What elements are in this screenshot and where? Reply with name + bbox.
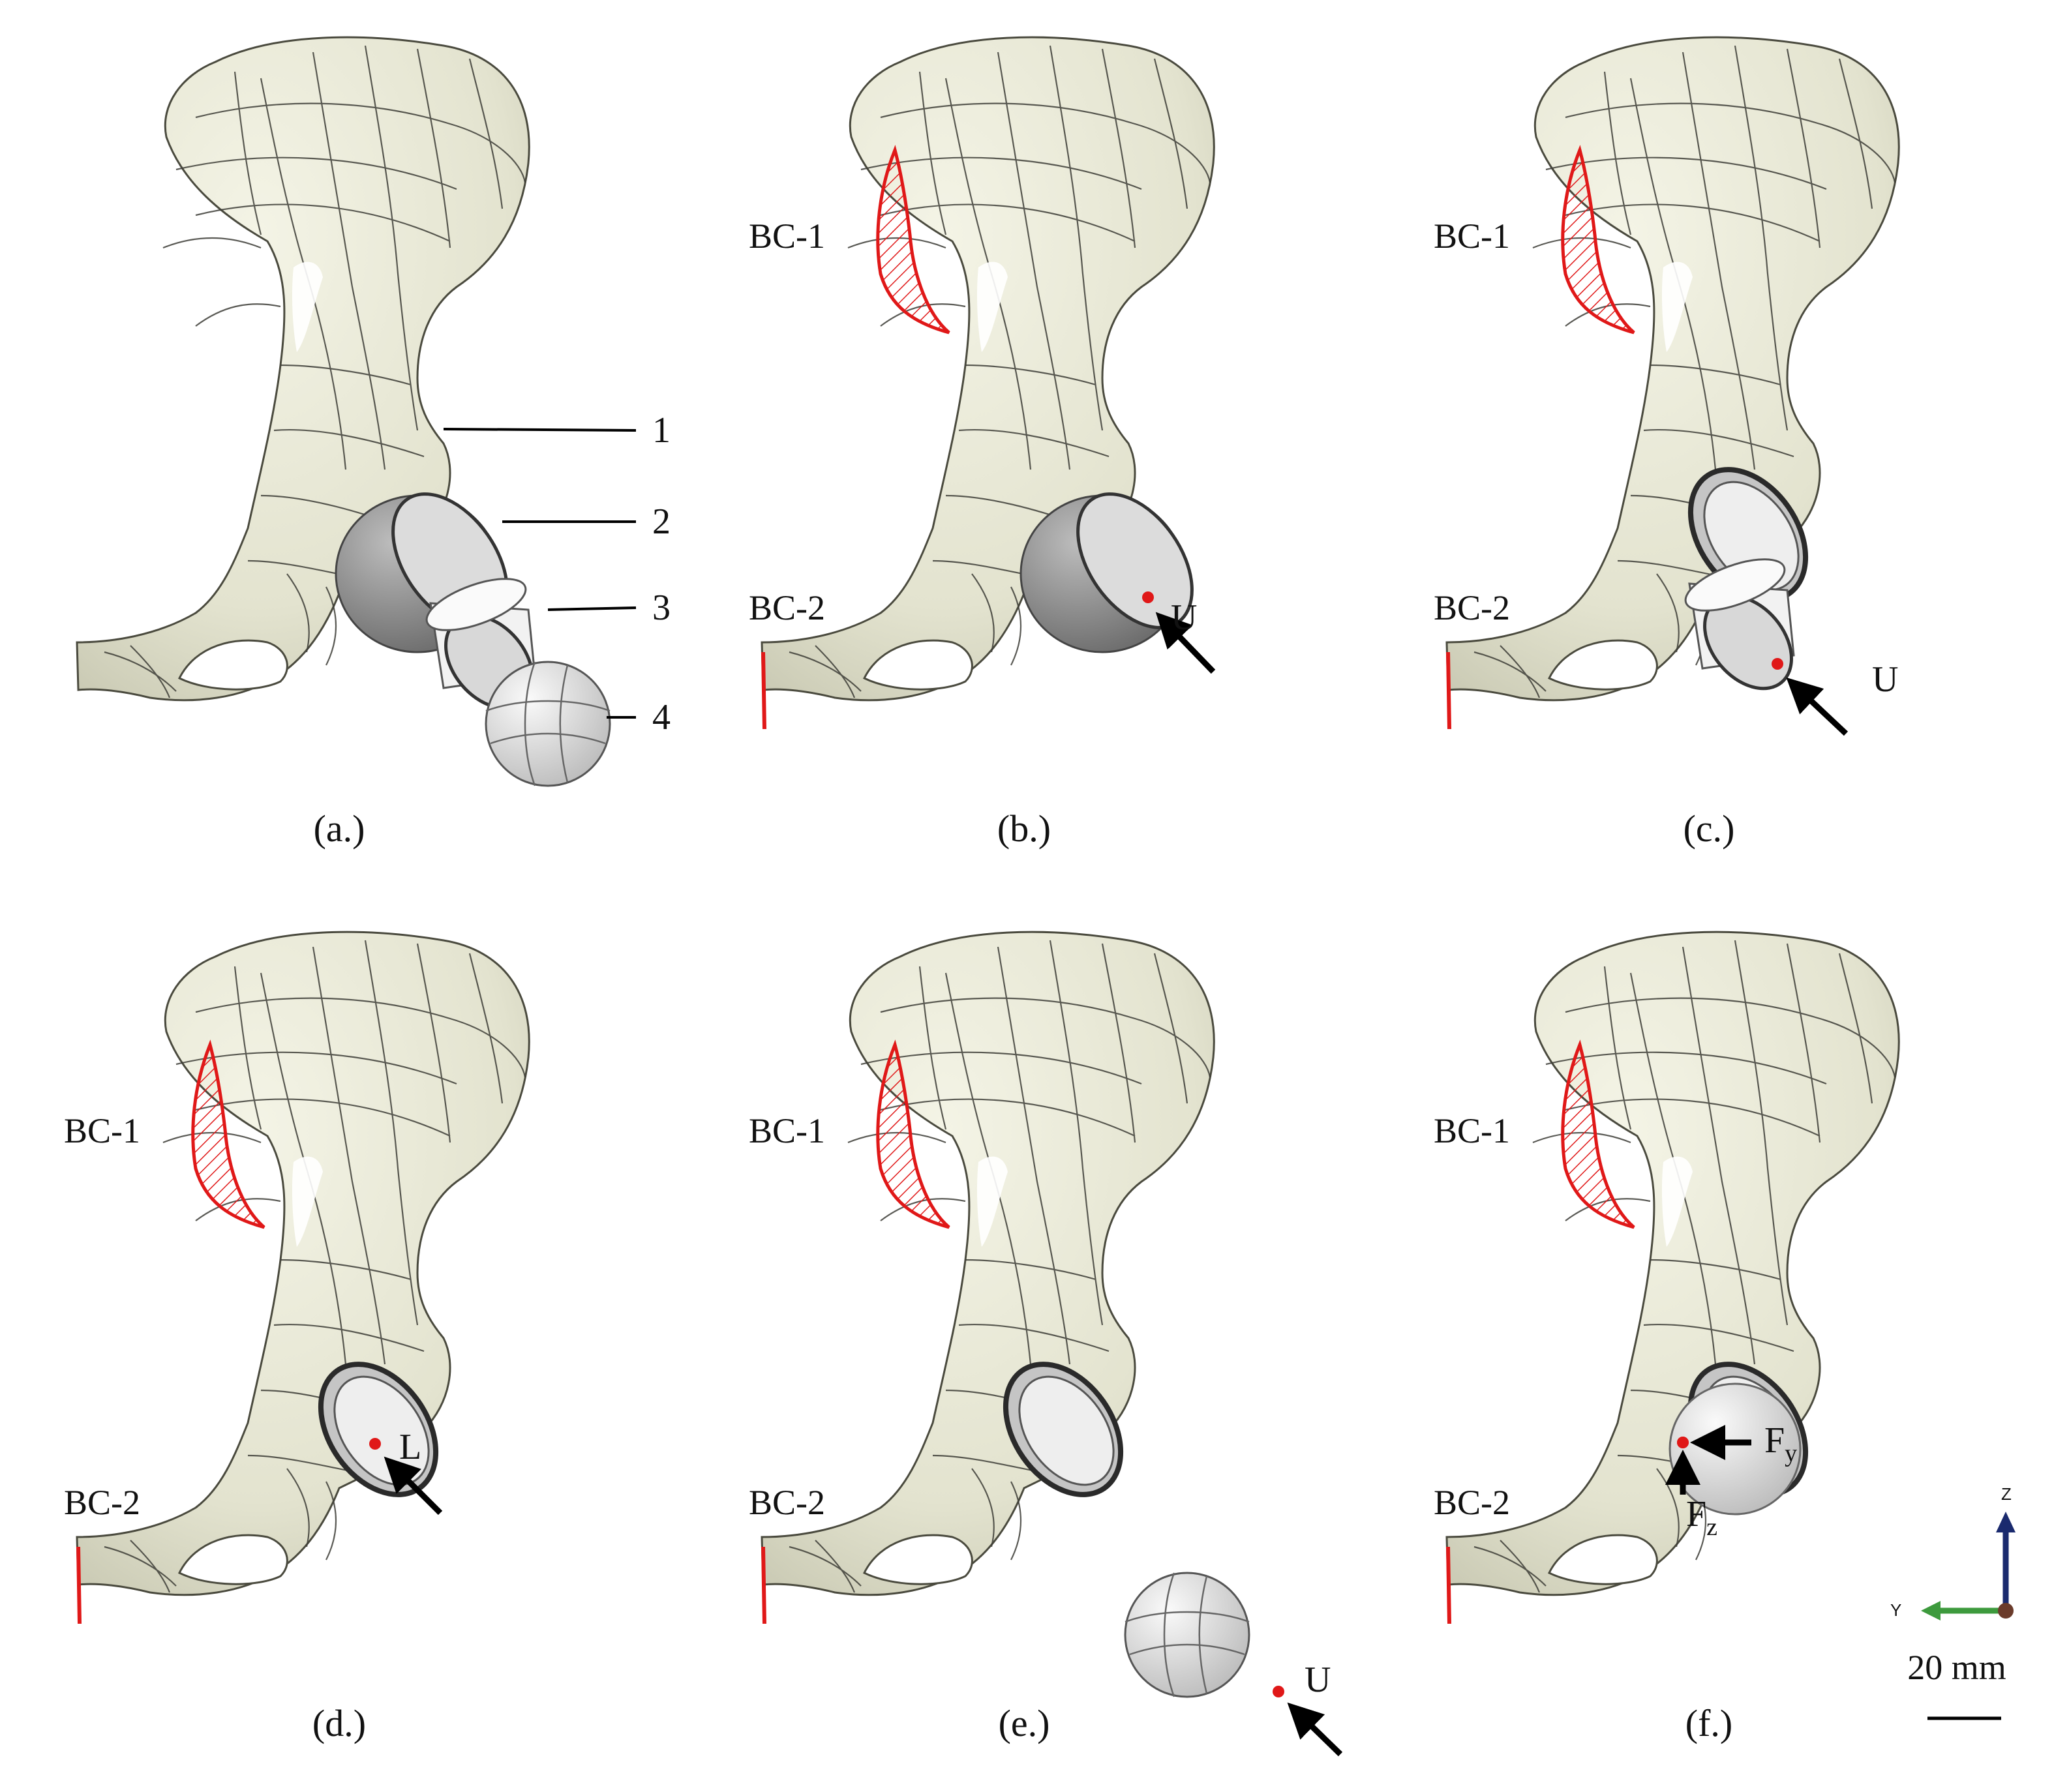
bc2-label: BC-2	[1434, 588, 1510, 627]
callout-label: 4	[652, 697, 671, 738]
bone-highlight	[292, 261, 323, 352]
load-label: U	[1305, 1660, 1331, 1700]
callout-label: 3	[652, 588, 671, 628]
bone-highlight	[1661, 1156, 1693, 1247]
bc2-label: BC-2	[749, 1483, 825, 1522]
bc2-label: BC-2	[1434, 1483, 1510, 1522]
load-arrow	[1155, 612, 1216, 674]
z-axis-label: Z	[2001, 1484, 2012, 1504]
load-label: L	[399, 1427, 421, 1467]
scale-bar-label: 20 mm	[1907, 1648, 2006, 1687]
load-label: U	[1872, 659, 1898, 700]
load-point	[1772, 658, 1783, 670]
load-arrow	[1287, 1702, 1343, 1757]
load-subscript: z	[1706, 1514, 1717, 1541]
bc1-label: BC-1	[749, 217, 825, 256]
obturator-foramen	[862, 1534, 973, 1585]
callout-label: 2	[652, 501, 671, 542]
panel-e: BC-1BC-2U (e.)	[749, 931, 1343, 1757]
bc1-region	[1561, 1039, 1635, 1229]
scale-bar: 20 mm	[1907, 1648, 2006, 1720]
callout-label: 1	[652, 410, 671, 451]
bc1-region	[191, 1039, 265, 1229]
triad-origin	[1998, 1603, 2014, 1619]
bone-highlight	[976, 261, 1008, 352]
load-point	[369, 1438, 381, 1450]
load-point	[1677, 1437, 1689, 1448]
panel-d: BC-1BC-2 L (d.)	[64, 931, 530, 1744]
z-axis-head	[1996, 1512, 2016, 1532]
obturator-foramen	[177, 1534, 288, 1585]
bc2-edge	[761, 651, 766, 730]
bc1-region	[876, 145, 950, 335]
femoral-head	[1124, 1572, 1250, 1698]
load-point	[1273, 1686, 1284, 1697]
callout-line	[443, 428, 637, 432]
panel-c: BC-1BC-2U (c.)	[1434, 36, 1900, 850]
bc2-edge	[1446, 1546, 1451, 1624]
panel-caption: (f.)	[1685, 1702, 1732, 1744]
liner	[1684, 558, 1795, 691]
bone-highlight	[292, 1156, 323, 1247]
load-point	[1142, 591, 1154, 603]
bc1-label: BC-1	[749, 1111, 825, 1150]
bc1-region	[1561, 145, 1635, 335]
bc1-region	[876, 1039, 950, 1229]
bc1-label: BC-1	[1434, 1111, 1510, 1150]
femoral-head-seated	[1669, 1382, 1802, 1516]
axis-triad: ZY	[1890, 1484, 2016, 1620]
bone-highlight	[1661, 261, 1693, 352]
mesh-lines	[1473, 940, 1896, 1593]
bc2-edge	[761, 1546, 766, 1624]
acetabular-cup	[1019, 492, 1194, 653]
panel-caption: (a.)	[314, 807, 365, 850]
load-subscript: y	[1785, 1440, 1797, 1467]
bc2-edge	[1446, 651, 1451, 730]
load-arrow	[384, 1456, 443, 1516]
femoral-head	[485, 661, 611, 787]
bone-highlight	[976, 1156, 1008, 1247]
obturator-foramen	[1547, 1534, 1658, 1585]
load-label: U	[1171, 597, 1197, 638]
mesh-lines	[1473, 45, 1896, 698]
bc2-label: BC-2	[64, 1483, 140, 1522]
bc2-label: BC-2	[749, 588, 825, 627]
callout-line	[547, 606, 637, 611]
load-arrow	[1786, 677, 1849, 736]
panel-caption: (c.)	[1684, 807, 1735, 850]
panel-caption: (b.)	[997, 807, 1051, 850]
obturator-foramen	[1547, 639, 1658, 691]
bc2-edge	[76, 1546, 82, 1624]
panel-caption: (e.)	[999, 1702, 1050, 1744]
y-axis-head	[1921, 1601, 1941, 1620]
bc1-label: BC-1	[1434, 217, 1510, 256]
panel-caption: (d.)	[312, 1702, 366, 1744]
panel-a: 1 2 3 4 (a.)	[76, 36, 671, 850]
panel-b: BC-1BC-2 U (b.)	[749, 36, 1216, 850]
liner	[425, 578, 536, 710]
liner-in-cup	[1003, 1362, 1124, 1497]
obturator-foramen	[862, 639, 973, 691]
obturator-foramen	[177, 639, 288, 691]
y-axis-label: Y	[1890, 1600, 1901, 1620]
bc1-label: BC-1	[64, 1111, 140, 1150]
